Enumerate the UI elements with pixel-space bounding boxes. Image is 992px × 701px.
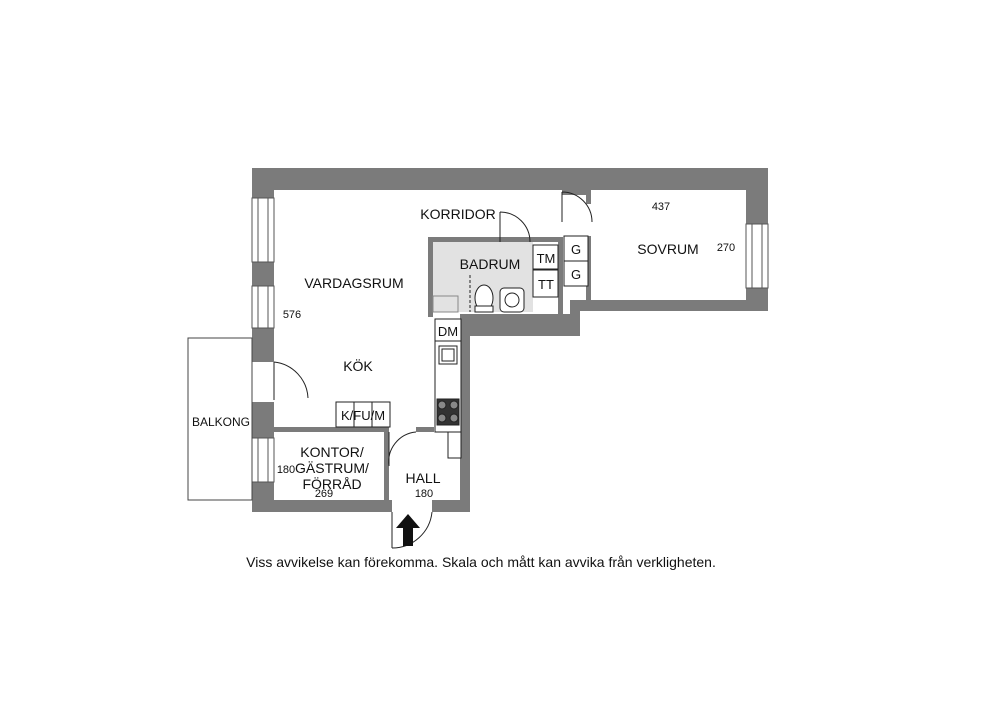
room-label-kontor-1: KONTOR/ [300,444,364,460]
korridor-wall-top [562,190,590,195]
door-kontor [388,431,417,467]
dim-vardagsrum-depth: 576 [283,309,301,321]
bathroom-wall-top [428,237,562,242]
fixture-label-g2: G [571,267,581,282]
wardrobes [563,235,589,287]
sovrum-wall-west [586,190,591,204]
wardrobe-1 [563,235,589,262]
room-label-kok: KÖK [343,357,373,374]
window-sovrum [745,223,769,289]
room-label-balkong: BALKONG [192,415,250,429]
door-sovrum [561,191,593,223]
room-label-kontor-3: FÖRRÅD [302,475,361,492]
fixture-label-dm: DM [438,324,458,339]
room-label-korridor: KORRIDOR [420,206,495,222]
room-label-hall: HALL [405,470,440,486]
dim-sovrum-width: 437 [652,201,670,213]
balcony [187,337,253,501]
fixture-label-g1: G [571,242,581,257]
door-balcony [273,361,309,400]
door-korridor [499,211,531,243]
bathroom-wall-right [558,237,563,317]
bathroom-wall-left [428,237,433,317]
door-entrance [391,511,433,549]
tt-box [532,269,559,298]
kontor-wall-top [274,427,384,432]
room-label-sovrum: SOVRUM [637,241,698,257]
disclaimer-text: Viss avvikelse kan förekomma. Skala och … [246,554,716,570]
dm-box [434,318,462,342]
tm-box [532,244,559,270]
room-label-vardagsrum: VARDAGSRUM [304,275,403,291]
balcony-door-opening [252,362,274,402]
toilet-tank [474,305,494,313]
entrance-opening [392,500,432,512]
shower-tray [432,295,459,313]
doors [273,191,593,549]
korridor-wall-gap [500,190,530,191]
window-vardagsrum-top [251,197,275,263]
counter-lower [447,431,462,459]
window-kontor [251,437,275,483]
fixture-label-tm: TM [537,251,556,266]
sink-icon [499,287,525,313]
windows [251,197,769,483]
wardrobe-2 [563,260,589,287]
kitchen-counter [434,318,462,433]
window-vardagsrum-mid [251,285,275,329]
kfum-box [335,401,391,428]
room-label-badrum: BADRUM [460,256,521,272]
room-label-kontor-2: GÄSTRUM/ [295,460,369,476]
kontor-wall-top-right [416,427,434,432]
fixture-label-tt: TT [538,277,554,292]
dim-sovrum-depth: 270 [717,242,735,254]
dim-kontor-depth: 180 [277,464,295,476]
dim-hall-width: 180 [415,488,433,500]
entrance-arrow-icon [396,514,420,546]
kontor-wall-right [384,427,389,500]
bathroom-fixtures [432,244,559,313]
dim-kontor-width: 269 [315,488,333,500]
fixture-label-kfum: K/FU/M [341,408,385,423]
